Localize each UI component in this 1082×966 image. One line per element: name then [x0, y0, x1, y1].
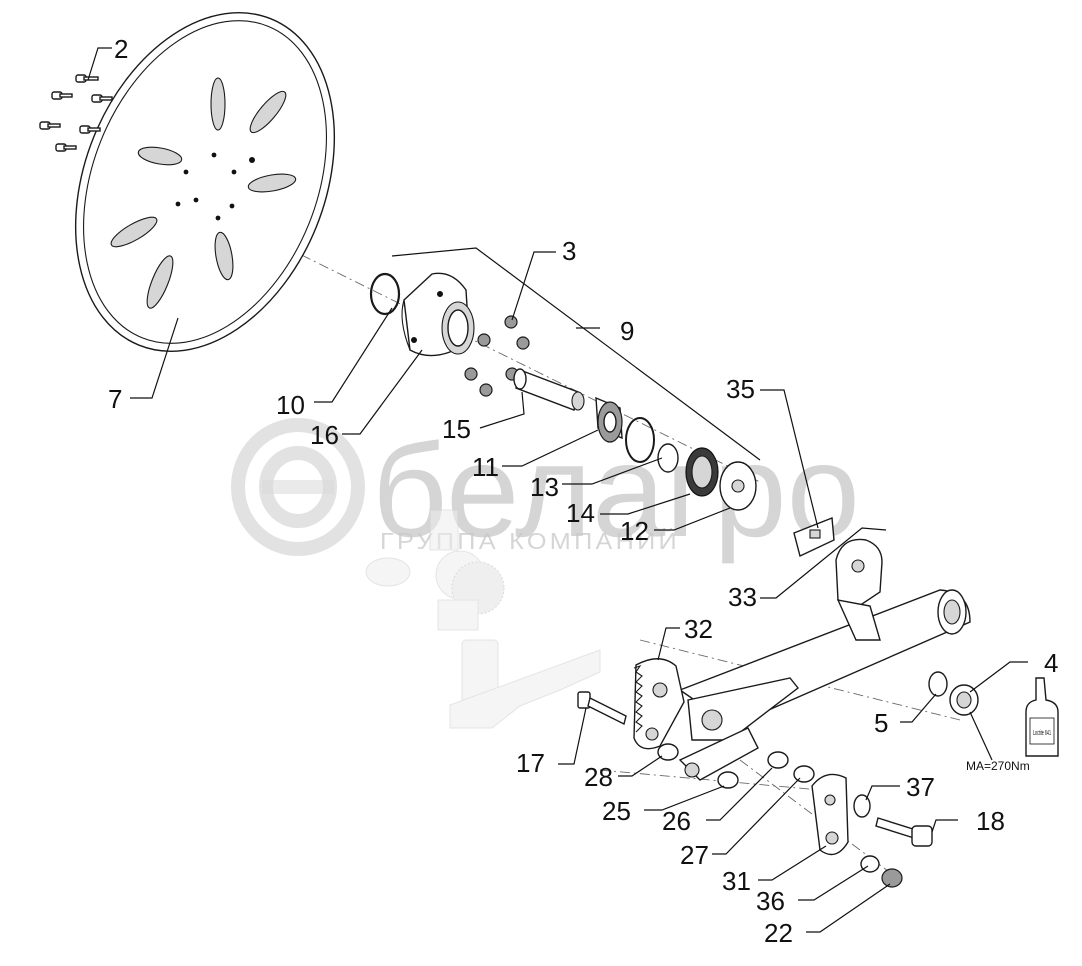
callout-16: 16: [310, 420, 339, 450]
callout-2: 2: [114, 34, 128, 64]
background-machinery-ghost: [365, 509, 601, 729]
callout-13: 13: [530, 472, 559, 502]
callout-4: 4: [1044, 648, 1058, 678]
bush-28: [657, 743, 679, 761]
callout-12: 12: [620, 516, 649, 546]
callout-17: 17: [516, 748, 545, 778]
callout-labels: 2 3 9 7 10 16 15 35 11 13 14 12 33 32 4 …: [108, 34, 1058, 948]
bush-27: [793, 765, 815, 783]
callout-10: 10: [276, 390, 305, 420]
callout-7: 7: [108, 384, 122, 414]
hub-16: [401, 272, 475, 357]
callout-35: 35: [726, 374, 755, 404]
lever-32: [633, 658, 685, 750]
bush-25: [717, 771, 739, 789]
leader-lines: [87, 47, 1028, 933]
callout-28: 28: [584, 762, 613, 792]
circlip-ring-pair: [625, 417, 655, 463]
callout-14: 14: [566, 498, 595, 528]
bolts-2: [39, 74, 113, 152]
callout-11: 11: [472, 452, 499, 482]
bush-26: [767, 751, 789, 769]
nut-4: [949, 684, 979, 716]
nuts-3: [464, 315, 530, 397]
torque-note: MA=270Nm: [966, 759, 1030, 773]
bearing-11: [595, 396, 623, 443]
callout-37: 37: [906, 772, 935, 802]
link-plate: [678, 677, 799, 781]
bearing-14: [685, 447, 719, 497]
washer-5: [928, 671, 948, 697]
bolt-18: [875, 817, 933, 847]
callout-22: 22: [764, 918, 793, 948]
nut-22: [881, 868, 903, 888]
washer-12: [719, 461, 757, 511]
callout-26: 26: [662, 806, 691, 836]
loctite-bottle: Loctite 641: [1025, 677, 1059, 757]
circlip-10: [369, 272, 401, 316]
callout-15: 15: [442, 414, 471, 444]
callout-36: 36: [756, 886, 785, 916]
callout-3: 3: [562, 236, 576, 266]
callout-25: 25: [602, 796, 631, 826]
washer-36: [860, 855, 880, 873]
callout-27: 27: [680, 840, 709, 870]
callout-5: 5: [874, 708, 888, 738]
threadlocker-label: Loctite 641: [1033, 730, 1051, 737]
callout-9: 9: [620, 316, 634, 346]
callout-18: 18: [976, 806, 1005, 836]
callout-33: 33: [728, 582, 757, 612]
spacer-13: [657, 443, 679, 473]
plate-31: [811, 773, 849, 856]
bolt-17: [577, 691, 627, 726]
disc-7: [74, 12, 336, 352]
shaft-15: [513, 368, 585, 411]
washer-37: [853, 794, 871, 818]
clip-35: [793, 517, 835, 557]
callout-32: 32: [684, 614, 713, 644]
callout-31: 31: [722, 866, 751, 896]
